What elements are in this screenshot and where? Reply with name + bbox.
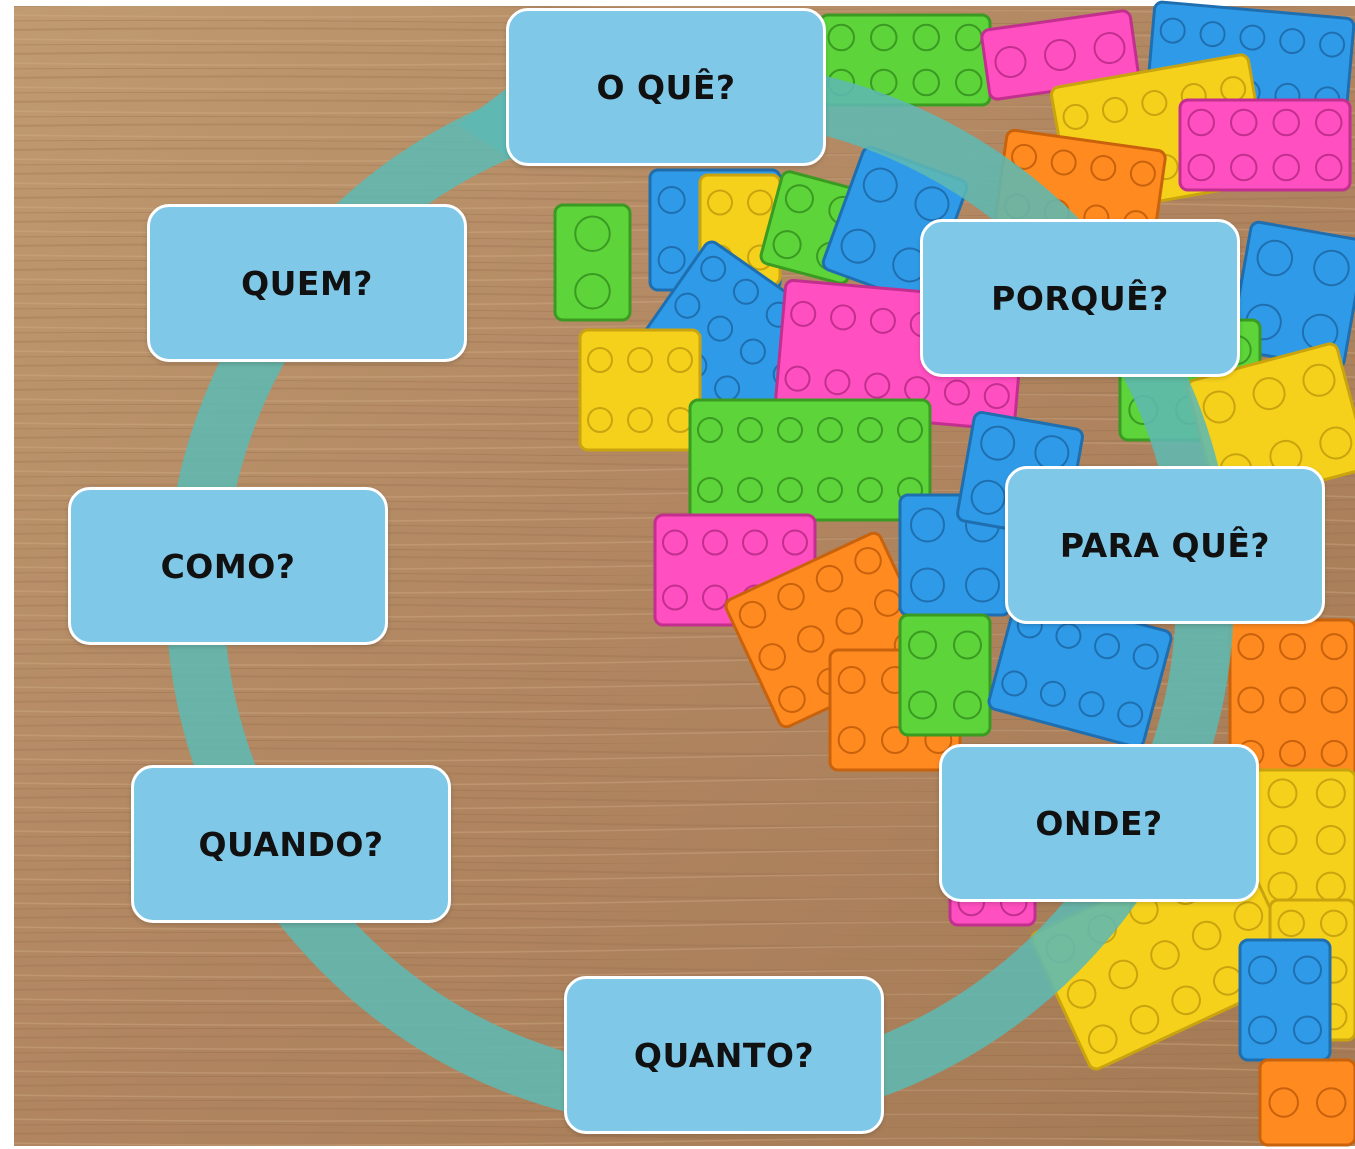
cycle-arrow-head xyxy=(458,80,520,165)
step-quem: QUEM? xyxy=(147,204,467,362)
toy-block xyxy=(688,398,932,522)
step-porque: PORQUÊ? xyxy=(920,219,1240,377)
step-label: PORQUÊ? xyxy=(991,278,1169,318)
toy-block xyxy=(553,203,632,322)
step-como: COMO? xyxy=(68,487,388,645)
toy-block xyxy=(1258,1058,1355,1147)
building-blocks-image xyxy=(553,0,1355,1147)
toy-block xyxy=(898,613,992,737)
toy-block xyxy=(578,328,702,452)
step-label: PARA QUÊ? xyxy=(1059,525,1271,565)
toy-block xyxy=(1238,938,1332,1062)
step-label: QUANDO? xyxy=(198,824,384,864)
toy-block xyxy=(980,9,1140,101)
toy-block xyxy=(1228,618,1355,782)
step-label: COMO? xyxy=(160,546,296,586)
step-label: QUEM? xyxy=(241,263,373,303)
step-o-que: O QUÊ? xyxy=(506,8,826,166)
step-quanto: QUANTO? xyxy=(564,976,884,1134)
step-para-que: PARA QUÊ? xyxy=(1005,466,1325,624)
step-quando: QUANDO? xyxy=(131,765,451,923)
step-label: O QUÊ? xyxy=(596,67,736,107)
step-label: QUANTO? xyxy=(633,1035,815,1075)
step-onde: ONDE? xyxy=(939,744,1259,902)
step-label: ONDE? xyxy=(1035,803,1163,843)
toy-block xyxy=(1178,98,1352,192)
